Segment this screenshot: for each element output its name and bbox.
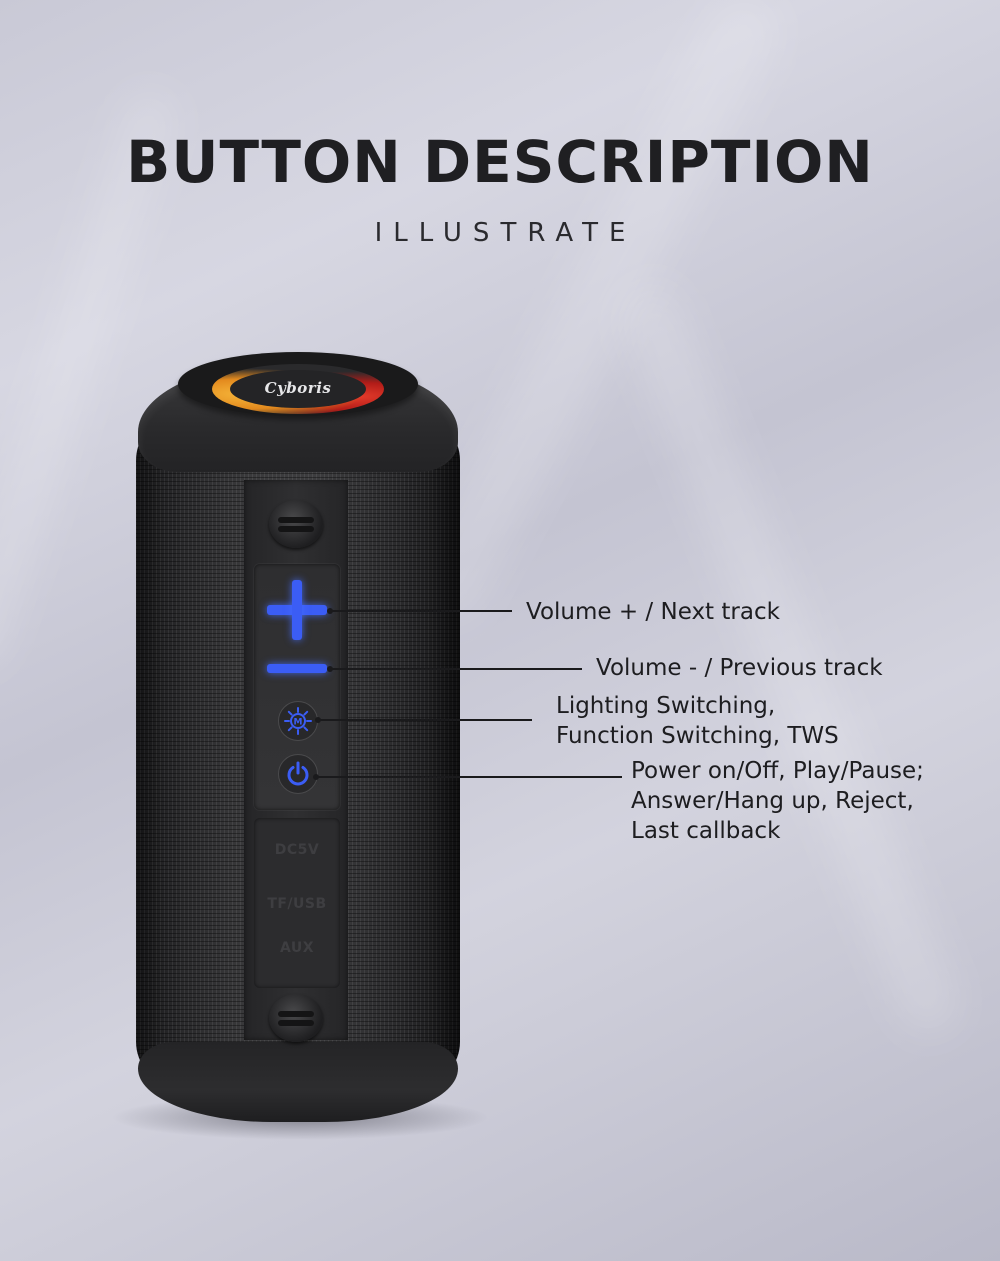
volume-down-description: Volume - / Previous track <box>596 655 883 681</box>
svg-text:M: M <box>294 718 303 728</box>
page-subtitle: ILLUSTRATE <box>374 218 637 248</box>
power-icon <box>287 761 309 786</box>
page-title: BUTTON DESCRIPTION <box>126 128 874 196</box>
speaker-product-image: Cyboris M <box>136 352 460 1122</box>
mode-icon: M <box>284 707 312 735</box>
callout-line-mode <box>318 719 532 721</box>
mode-description-line-1: Lighting Switching, <box>556 693 776 719</box>
mode-description-line-2: Function Switching, TWS <box>556 723 839 749</box>
port-label-dc: DC5V <box>274 842 320 858</box>
speaker-bottom-cap <box>138 1042 458 1122</box>
callout-line-plus <box>330 610 512 612</box>
volume-up-description: Volume + / Next track <box>526 599 780 625</box>
volume-up-button[interactable] <box>264 578 330 644</box>
callout-line-minus <box>330 668 582 670</box>
port-cover <box>254 818 340 988</box>
power-button[interactable] <box>278 754 318 794</box>
power-description-line-2: Answer/Hang up, Reject, <box>631 788 914 814</box>
callout-line-power <box>316 776 622 778</box>
power-description-line-1: Power on/Off, Play/Pause; <box>631 758 924 784</box>
volume-down-button[interactable] <box>264 656 330 680</box>
mode-button[interactable]: M <box>278 701 318 741</box>
minus-icon <box>267 664 327 673</box>
port-label-aux: AUX <box>279 940 315 956</box>
port-label-tf-usb: TF/USB <box>267 896 327 912</box>
power-description-line-3: Last callback <box>631 818 781 844</box>
strap-anchor-top-icon <box>269 500 323 548</box>
strap-anchor-bottom-icon <box>269 994 323 1042</box>
brand-logo: Cyboris <box>264 379 332 397</box>
plus-icon-vertical <box>292 580 302 640</box>
speaker-logo-disc <box>230 370 366 408</box>
